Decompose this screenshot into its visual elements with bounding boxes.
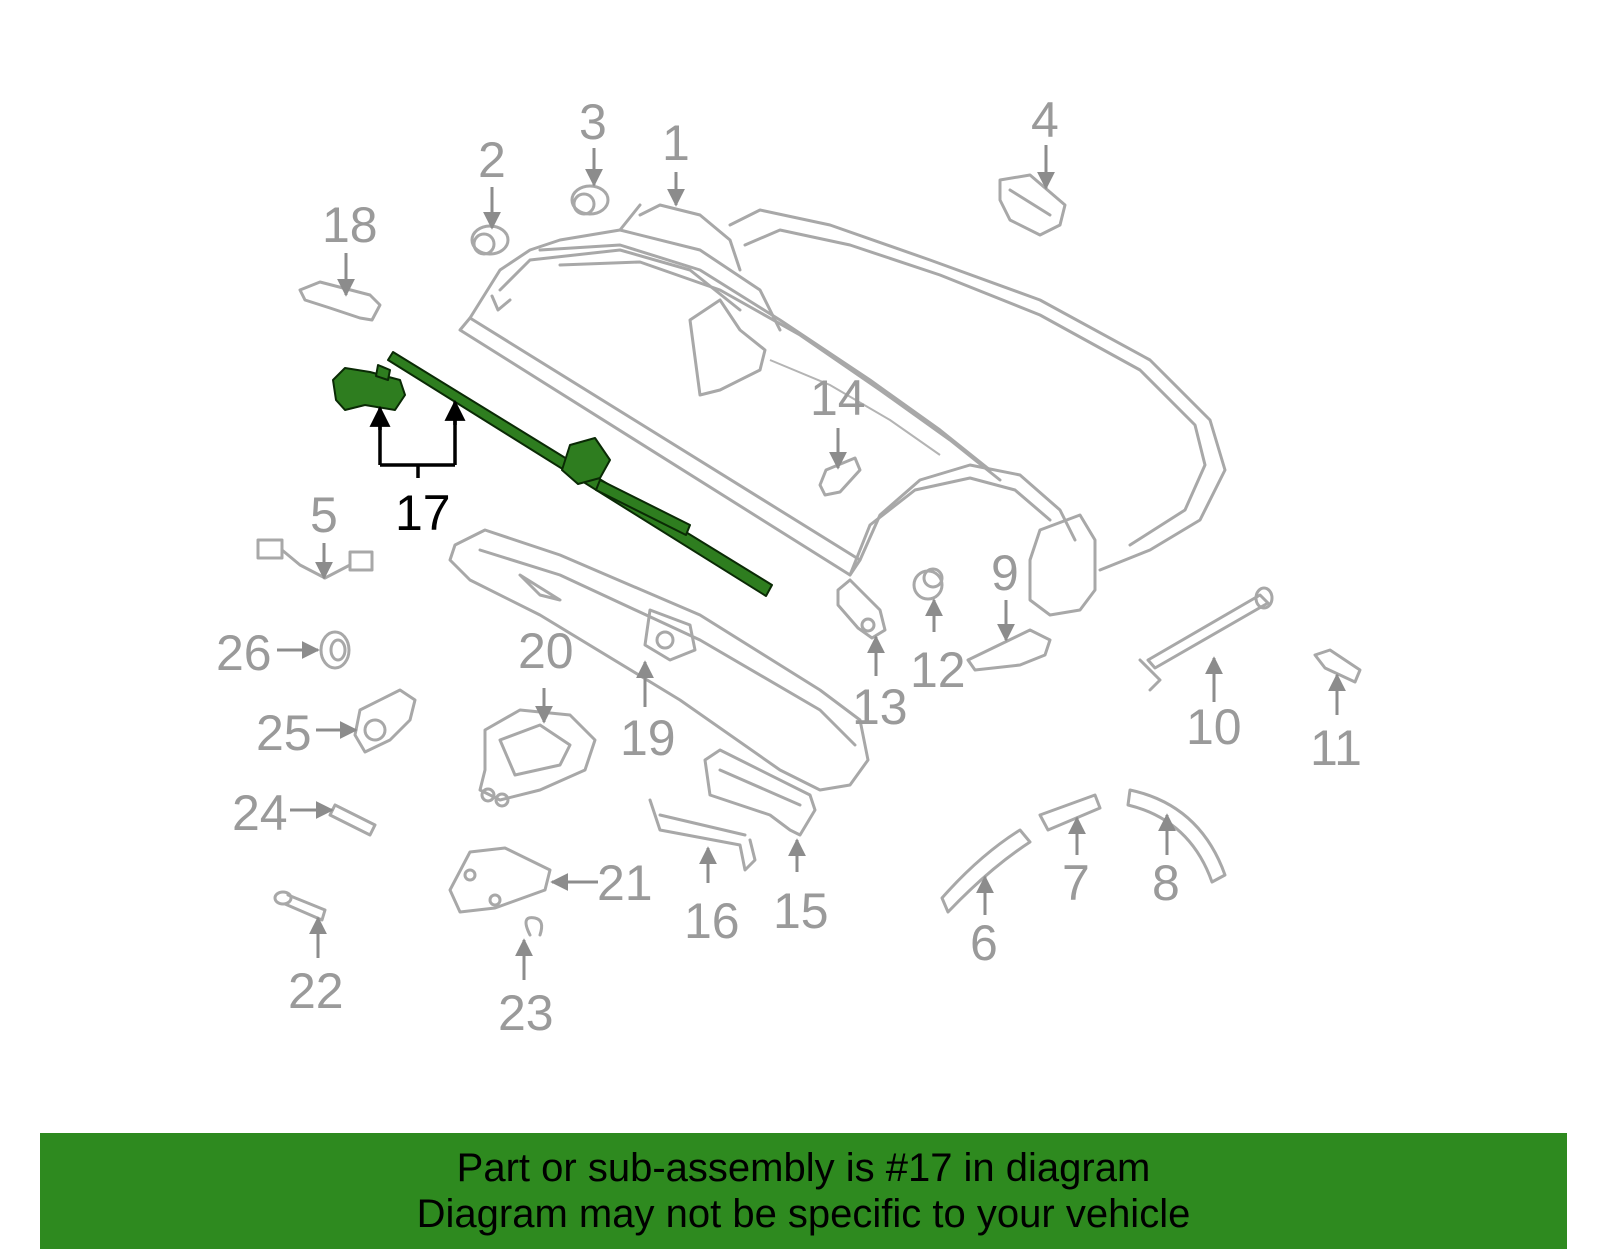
callout-20: 20 (518, 623, 574, 679)
callout-1: 1 (662, 115, 690, 171)
callout-arrows (277, 145, 1346, 980)
callout-17: 17 (395, 485, 451, 541)
part-25-pivot (353, 688, 417, 754)
part-26-bushing (319, 630, 351, 670)
part-2-cap (470, 224, 510, 256)
callout-3: 3 (579, 94, 607, 150)
callout-7: 7 (1062, 855, 1090, 911)
callout-2: 2 (478, 132, 506, 188)
callout-13: 13 (852, 679, 908, 735)
highlighted-part-17 (332, 351, 773, 597)
part-24-pin (328, 803, 377, 837)
part-10-strut (1138, 586, 1274, 692)
callout-25: 25 (256, 705, 312, 761)
callout-15: 15 (773, 883, 829, 939)
callout-21: 21 (597, 855, 653, 911)
part-13-link (836, 578, 887, 640)
callout-23: 23 (498, 985, 554, 1041)
part-6-strip (940, 828, 1032, 914)
part-15-hinge (703, 748, 817, 837)
part-12-bushing (912, 567, 944, 601)
banner-disclaimer-line: Diagram may not be specific to your vehi… (416, 1192, 1191, 1236)
callout-labels: 1 2 3 4 5 6 7 8 9 10 11 12 13 14 15 16 1… (216, 92, 1362, 1041)
callout-9: 9 (991, 545, 1019, 601)
part-16-rod (648, 798, 757, 872)
callout-24: 24 (232, 785, 288, 841)
part-11-fastener (1313, 648, 1362, 684)
callout-14: 14 (810, 370, 866, 426)
part-8-strip (1126, 788, 1227, 884)
callout-8: 8 (1152, 855, 1180, 911)
part-23-clip (524, 916, 544, 937)
callout-10: 10 (1186, 699, 1242, 755)
part-20-latch (478, 708, 597, 808)
banner-part-line: Part or sub-assembly is #17 in diagram (456, 1146, 1151, 1190)
top-frame-part (458, 203, 1227, 617)
callout-6: 6 (970, 915, 998, 971)
part-3-cap (570, 184, 610, 216)
rear-bow-part (448, 528, 870, 792)
part-9-bracket (966, 628, 1052, 672)
callout-4: 4 (1031, 92, 1059, 148)
callout-26: 26 (216, 625, 272, 681)
callout-5: 5 (310, 487, 338, 543)
callout-17-arrows (369, 399, 466, 478)
callout-19: 19 (620, 710, 676, 766)
notice-banner-body: Part or sub-assembly is #17 in diagram D… (40, 1133, 1567, 1249)
part-7-strip (1038, 793, 1102, 832)
callout-18: 18 (322, 197, 378, 253)
notice-banner: Part or sub-assembly is #17 in diagram D… (40, 1133, 1567, 1249)
part-4-lock (998, 173, 1067, 237)
part-21-bracket (448, 846, 552, 914)
part-18-bracket (298, 280, 382, 322)
part-14-cover (818, 456, 862, 497)
callout-11: 11 (1310, 720, 1362, 776)
part-5-harness (256, 538, 374, 580)
callout-16: 16 (684, 893, 740, 949)
callout-22: 22 (288, 963, 344, 1019)
callout-12: 12 (910, 642, 966, 698)
part-22-bolt (273, 890, 327, 922)
